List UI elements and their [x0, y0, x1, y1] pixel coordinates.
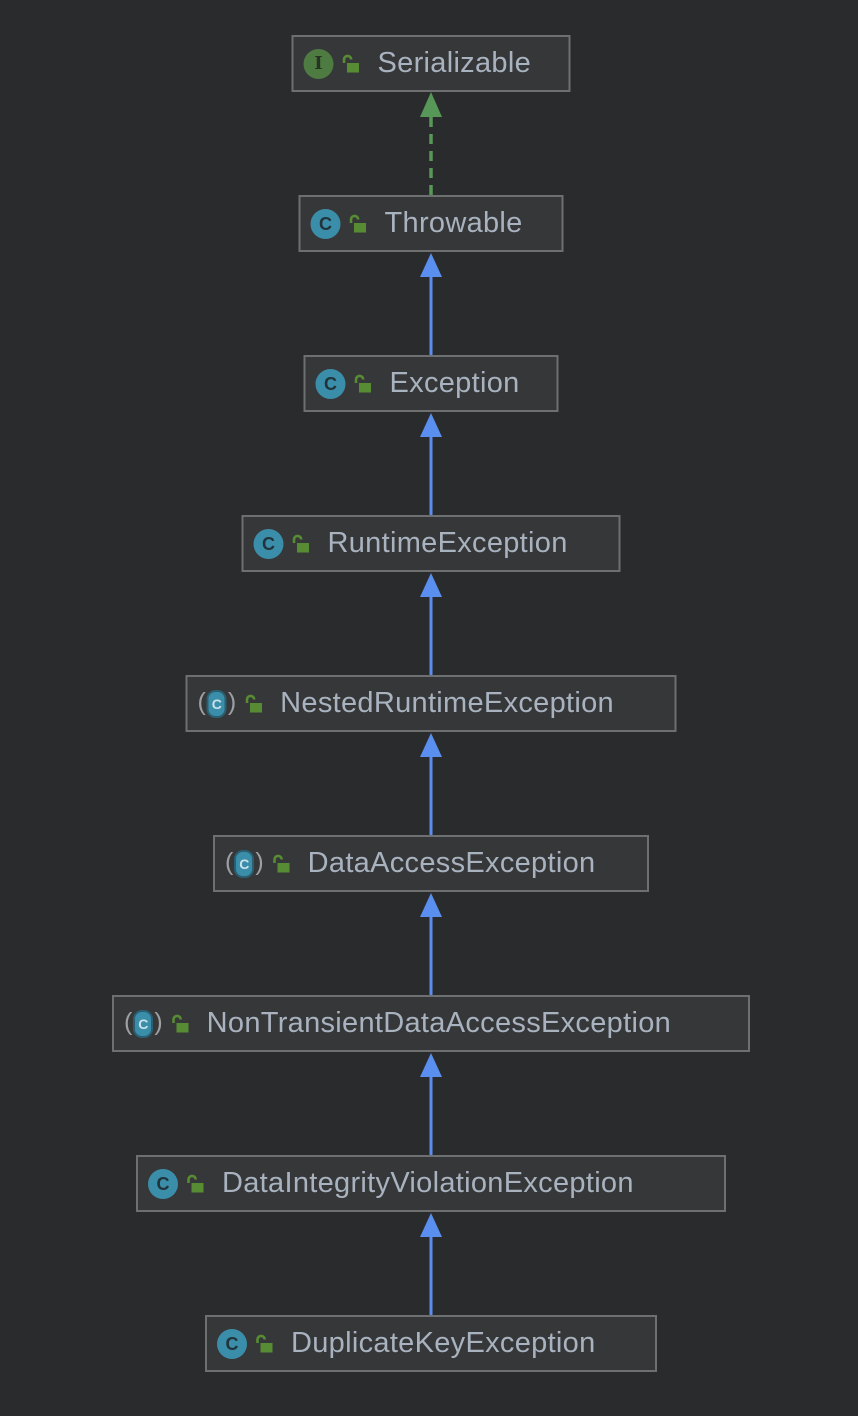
diagram-node-runtimeexception[interactable]: C RuntimeException	[241, 515, 621, 572]
class-name-label: RuntimeException	[327, 527, 568, 559]
unlocked-icon	[348, 213, 368, 234]
implements-arrow	[420, 92, 442, 195]
unlocked-icon	[291, 533, 311, 554]
unlocked-icon	[341, 53, 361, 74]
extends-arrow	[420, 1053, 442, 1156]
extends-arrow	[420, 253, 442, 356]
unlocked-icon	[254, 1333, 274, 1354]
diagram-node-dataintegrityviolationexception[interactable]: C DataIntegrityViolationException	[136, 1155, 726, 1212]
abstract-class-icon: (C)	[197, 688, 237, 718]
class-icon: C	[217, 1328, 247, 1359]
class-icon: C	[253, 528, 284, 559]
class-icon: C	[148, 1168, 178, 1199]
unlocked-icon	[170, 1013, 190, 1034]
unlocked-icon	[271, 853, 291, 874]
diagram-node-duplicatekeyexception[interactable]: C DuplicateKeyException	[205, 1315, 657, 1372]
class-name-label: DataIntegrityViolationException	[222, 1167, 634, 1199]
diagram-node-nestedruntimeexception[interactable]: (C) NestedRuntimeException	[185, 675, 677, 732]
class-icon: C	[315, 368, 346, 399]
diagram-node-throwable[interactable]: C Throwable	[298, 195, 564, 252]
extends-arrow	[420, 413, 442, 516]
unlocked-icon	[185, 1173, 205, 1194]
extends-arrow	[420, 893, 442, 996]
diagram-node-nontransientdataaccessexception[interactable]: (C) NonTransientDataAccessException	[112, 995, 750, 1052]
abstract-class-icon: (C)	[225, 848, 264, 878]
interface-icon: I	[303, 48, 334, 79]
extends-arrow	[420, 733, 442, 836]
unlocked-icon	[353, 373, 373, 394]
extends-arrow	[420, 573, 442, 676]
class-icon: C	[310, 208, 341, 239]
diagram-node-exception[interactable]: C Exception	[303, 355, 559, 412]
abstract-class-icon: (C)	[124, 1008, 163, 1038]
class-name-label: Serializable	[377, 47, 532, 79]
class-name-label: NestedRuntimeException	[280, 687, 614, 719]
extends-arrow	[420, 1213, 442, 1316]
unlocked-icon	[243, 693, 263, 714]
class-name-label: Exception	[389, 367, 520, 399]
class-name-label: Throwable	[384, 207, 523, 239]
class-name-label: DuplicateKeyException	[291, 1327, 596, 1359]
class-name-label: DataAccessException	[307, 847, 596, 879]
diagram-node-serializable[interactable]: I Serializable	[291, 35, 571, 92]
diagram-node-dataaccessexception[interactable]: (C) DataAccessException	[213, 835, 649, 892]
class-name-label: NonTransientDataAccessException	[206, 1007, 672, 1039]
